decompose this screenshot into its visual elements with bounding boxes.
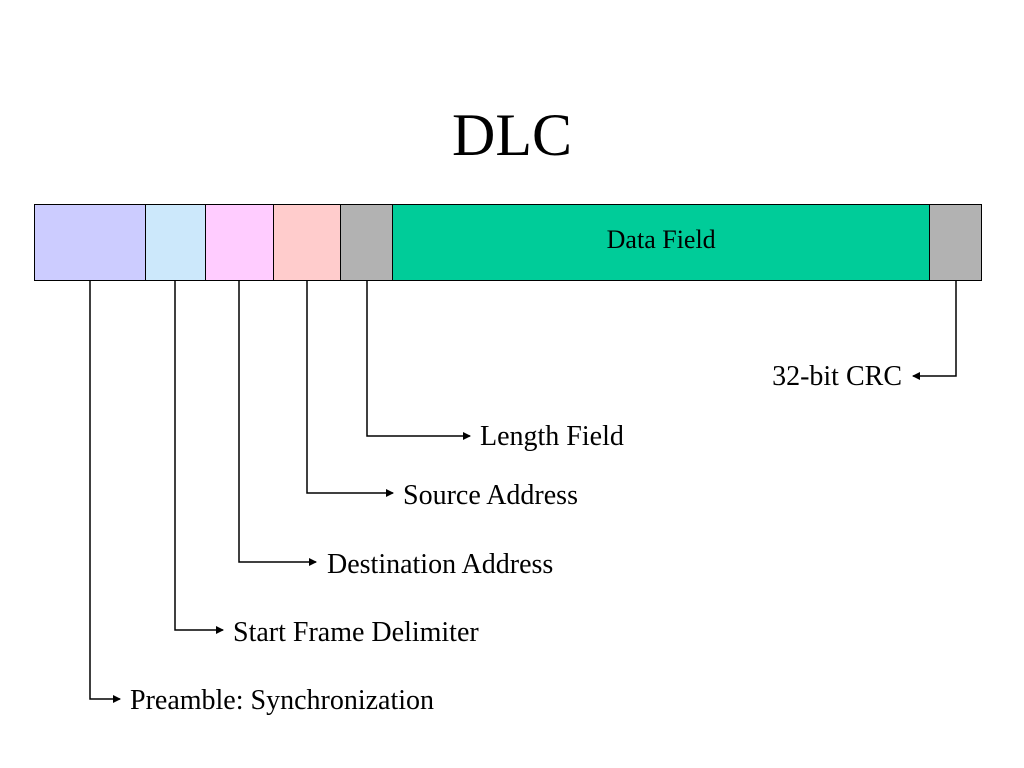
segment-data-field: Data Field: [393, 205, 931, 280]
segment-start-frame-delimiter: [145, 205, 206, 280]
connector-destination: [238, 281, 317, 566]
segment-length-field: [341, 205, 394, 280]
label-start-frame-delimiter: Start Frame Delimiter: [233, 617, 479, 648]
data-field-label: Data Field: [606, 224, 716, 254]
connector-crc: [912, 281, 957, 380]
connector-source: [306, 281, 394, 497]
segment-preamble: [35, 205, 146, 280]
segment-source-address: [273, 205, 342, 280]
label-destination-address: Destination Address: [327, 549, 554, 580]
connector-preamble: [89, 281, 121, 703]
segment-crc: [930, 205, 981, 280]
label-length-field: Length Field: [480, 421, 624, 452]
label-preamble: Preamble: Synchronization: [130, 685, 435, 716]
connector-sfd: [174, 281, 224, 634]
frame-bar: Data Field: [34, 204, 982, 281]
slide-title: DLC: [452, 102, 572, 168]
connector-length: [366, 281, 471, 440]
segment-destination-address: [205, 205, 274, 280]
label-crc: 32-bit CRC: [772, 361, 902, 392]
label-source-address: Source Address: [403, 480, 578, 511]
